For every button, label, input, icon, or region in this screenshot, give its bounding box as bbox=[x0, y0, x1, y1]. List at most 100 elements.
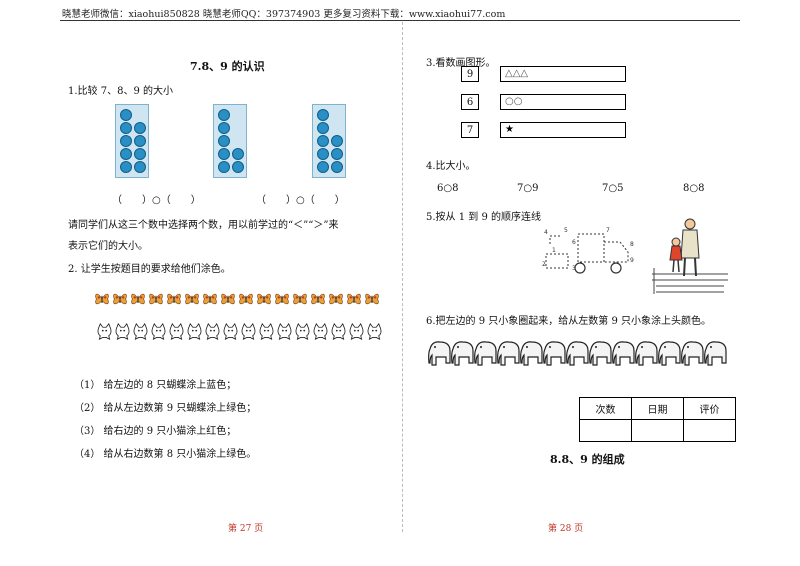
dot-card-9 bbox=[115, 104, 149, 178]
cat-icon bbox=[115, 323, 130, 340]
compare-7-9[interactable]: 7○9 bbox=[517, 183, 539, 194]
svg-text:4: 4 bbox=[544, 229, 548, 236]
cat-icon bbox=[295, 323, 310, 340]
dot-card-7 bbox=[213, 104, 247, 178]
svg-text:2: 2 bbox=[542, 261, 546, 268]
elephant-icon bbox=[451, 341, 474, 366]
butterfly-icon bbox=[311, 293, 325, 305]
butterfly-icon bbox=[113, 293, 127, 305]
task-4: （4） 给从右边数第 8 只小猫涂上绿色。 bbox=[74, 449, 257, 460]
page-divider bbox=[402, 22, 403, 532]
lesson-title: 7.8、9 的认识 bbox=[190, 60, 265, 73]
elephant-icon bbox=[589, 341, 612, 366]
cat-icon bbox=[277, 323, 292, 340]
svg-text:1: 1 bbox=[552, 247, 556, 254]
crossing-illustration bbox=[652, 218, 728, 294]
butterfly-icon bbox=[329, 293, 343, 305]
eval-header-rating: 评价 bbox=[683, 397, 736, 420]
svg-text:7: 7 bbox=[606, 227, 610, 234]
dot-to-dot-truck: 4 56 7 8 9 12 3 bbox=[542, 227, 634, 274]
draw-box-9[interactable]: △△△ bbox=[500, 66, 626, 82]
svg-text:9: 9 bbox=[630, 257, 634, 264]
butterfly-icon bbox=[131, 293, 145, 305]
cat-icon bbox=[331, 323, 346, 340]
question-5: 5.按从 1 到 9 的顺序连线 bbox=[426, 212, 541, 223]
elephant-icon bbox=[566, 341, 589, 366]
draw-box-7[interactable]: ★ bbox=[500, 122, 626, 138]
eval-cell-date[interactable] bbox=[631, 419, 684, 442]
cat-icon bbox=[133, 323, 148, 340]
cat-icon bbox=[169, 323, 184, 340]
task-2: （2） 给从左边数第 9 只蝴蝶涂上绿色； bbox=[74, 403, 257, 414]
cat-icon bbox=[313, 323, 328, 340]
cat-icon bbox=[97, 323, 112, 340]
butterfly-icon bbox=[221, 293, 235, 305]
svg-text:8: 8 bbox=[630, 241, 634, 248]
instruction-line-2: 表示它们的大小。 bbox=[68, 241, 148, 252]
elephant-icon bbox=[497, 341, 520, 366]
eval-header-count: 次数 bbox=[579, 397, 632, 420]
elephant-icon bbox=[681, 341, 704, 366]
instruction-line-1: 请同学们从这三个数中选择两个数，用以前学过的“＜”“＞”来 bbox=[68, 220, 339, 231]
number-box-9: 9 bbox=[461, 66, 479, 82]
butterfly-icon bbox=[257, 293, 271, 305]
cat-icon bbox=[349, 323, 364, 340]
evaluation-table: 次数 日期 评价 bbox=[579, 397, 736, 442]
question-6: 6.把左边的 9 只小象圈起来，给从左数第 9 只小象涂上头颜色。 bbox=[426, 316, 711, 327]
question-1: 1.比较 7、8、9 的大小 bbox=[68, 86, 173, 97]
elephant-icon bbox=[428, 341, 451, 366]
svg-text:3: 3 bbox=[572, 265, 576, 272]
elephant-icon bbox=[635, 341, 658, 366]
header-divider bbox=[60, 20, 740, 21]
elephant-icon bbox=[543, 341, 566, 366]
elephant-icon bbox=[474, 341, 497, 366]
cat-icon bbox=[205, 323, 220, 340]
butterfly-icon bbox=[275, 293, 289, 305]
butterfly-icon bbox=[293, 293, 307, 305]
butterfly-icon bbox=[167, 293, 181, 305]
elephant-icon bbox=[612, 341, 635, 366]
cat-icon bbox=[151, 323, 166, 340]
compare-8-8[interactable]: 8○8 bbox=[683, 183, 705, 194]
butterfly-icon bbox=[347, 293, 361, 305]
elephant-icon bbox=[704, 341, 727, 366]
question-4: 4.比大小。 bbox=[426, 161, 476, 172]
header-text: 晓慧老师微信：xiaohui850828 晓慧老师QQ：397374903 更多… bbox=[62, 9, 506, 20]
elephant-icon bbox=[520, 341, 543, 366]
task-1: （1） 给左边的 8 只蝴蝶涂上蓝色； bbox=[74, 380, 237, 391]
butterfly-row bbox=[94, 291, 386, 309]
question-2: 2. 让学生按题目的要求给他们涂色。 bbox=[68, 264, 231, 275]
svg-text:6: 6 bbox=[572, 239, 576, 246]
dot-card-8 bbox=[312, 104, 346, 178]
butterfly-icon bbox=[185, 293, 199, 305]
elephant-icon bbox=[658, 341, 681, 366]
number-box-7: 7 bbox=[461, 122, 479, 138]
compare-6-8[interactable]: 6○8 bbox=[437, 183, 459, 194]
svg-text:5: 5 bbox=[564, 227, 568, 234]
draw-box-6[interactable]: ○○ bbox=[500, 94, 626, 110]
cat-icon bbox=[367, 323, 382, 340]
cat-icon bbox=[259, 323, 274, 340]
section-title-composition: 8.8、9 的组成 bbox=[550, 453, 625, 466]
task-3: （3） 给右边的 9 只小猫涂上红色； bbox=[74, 426, 237, 437]
eval-cell-rating[interactable] bbox=[683, 419, 736, 442]
cat-icon bbox=[187, 323, 202, 340]
butterfly-icon bbox=[149, 293, 163, 305]
compare-7-5[interactable]: 7○5 bbox=[602, 183, 624, 194]
butterfly-icon bbox=[203, 293, 217, 305]
page-number-right: 第 28 页 bbox=[548, 524, 584, 534]
eval-header-date: 日期 bbox=[631, 397, 684, 420]
compare-blank-1[interactable]: （ ）○（ ） bbox=[112, 195, 201, 206]
eval-cell-count[interactable] bbox=[579, 419, 632, 442]
cat-icon bbox=[241, 323, 256, 340]
compare-blank-2[interactable]: （ ）○（ ） bbox=[256, 195, 345, 206]
butterfly-icon bbox=[365, 293, 379, 305]
question-3: 3.看数画图形。 bbox=[426, 58, 496, 69]
cat-row bbox=[96, 323, 388, 343]
cat-icon bbox=[223, 323, 238, 340]
elephant-row bbox=[428, 339, 732, 379]
page-number-left: 第 27 页 bbox=[228, 524, 264, 534]
butterfly-icon bbox=[239, 293, 253, 305]
butterfly-icon bbox=[95, 293, 109, 305]
number-box-6: 6 bbox=[461, 94, 479, 110]
